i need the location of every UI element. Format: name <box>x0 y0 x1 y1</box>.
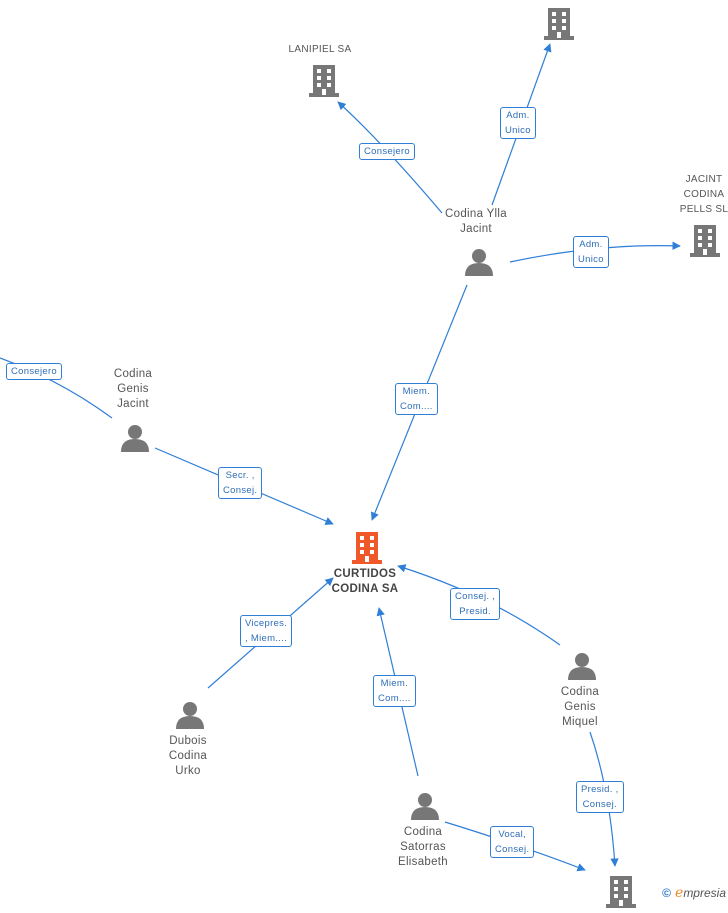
node-label-dubois[interactable]: Dubois Codina Urko <box>168 735 208 777</box>
node-label-jacint-pells[interactable]: JACINT CODINA PELLS SL <box>679 174 728 215</box>
node-label-codina-ylla[interactable]: Codina Ylla Jacint <box>445 208 507 235</box>
node-label-codina-genis-jacint[interactable]: Codina Genis Jacint <box>113 368 153 410</box>
empresia-logo: ©empresia <box>662 885 726 901</box>
building-icon-curtidos[interactable] <box>352 530 382 569</box>
person-icon-codina-genis-jacint[interactable] <box>120 424 150 457</box>
brand-e: e <box>675 885 684 901</box>
person-icon-codina-ylla[interactable] <box>464 248 494 281</box>
building-icon-lanipiel[interactable] <box>309 63 339 102</box>
edge-label-ylla-curtidos[interactable]: Miem. Com.... <box>395 383 438 415</box>
edge-label-ylla-lanipiel[interactable]: Consejero <box>359 143 416 160</box>
person-icon-satorras[interactable] <box>410 792 440 825</box>
copyright-symbol: © <box>662 886 672 900</box>
building-icon-bottom-company[interactable] <box>606 874 636 913</box>
building-icon-jacint-pells[interactable] <box>690 223 720 262</box>
person-icon-dubois[interactable] <box>175 701 205 734</box>
node-label-lanipiel[interactable]: LANIPIEL SA <box>288 44 352 55</box>
edge-label-genis-jacint-offscreen[interactable]: Consejero <box>6 363 63 380</box>
edge-label-ylla-jacint-pells[interactable]: Adm. Unico <box>573 236 609 268</box>
node-label-codina-genis-miquel[interactable]: Codina Genis Miquel <box>560 686 600 728</box>
person-icon-codina-genis-miquel[interactable] <box>567 652 597 685</box>
edge-label-genis-jacint-curtidos[interactable]: Secr. , Consej. <box>218 467 263 499</box>
building-icon-top-company[interactable] <box>544 6 574 45</box>
node-label-satorras[interactable]: Codina Satorras Elisabeth <box>397 826 448 868</box>
edge-label-dubois-curtidos[interactable]: Vicepres. , Miem.... <box>240 615 293 647</box>
edge-label-ylla-top[interactable]: Adm. Unico <box>500 107 536 139</box>
edge-label-satorras-curtidos[interactable]: Miem. Com.... <box>373 675 416 707</box>
brand-rest: mpresia <box>683 886 726 900</box>
edge-label-miquel-curtidos[interactable]: Consej. , Presid. <box>450 588 501 620</box>
edge-label-miquel-bottom[interactable]: Presid. , Consej. <box>576 781 624 813</box>
edge-label-satorras-bottom[interactable]: Vocal, Consej. <box>490 826 535 858</box>
node-label-curtidos[interactable]: CURTIDOS CODINA SA <box>331 568 399 595</box>
